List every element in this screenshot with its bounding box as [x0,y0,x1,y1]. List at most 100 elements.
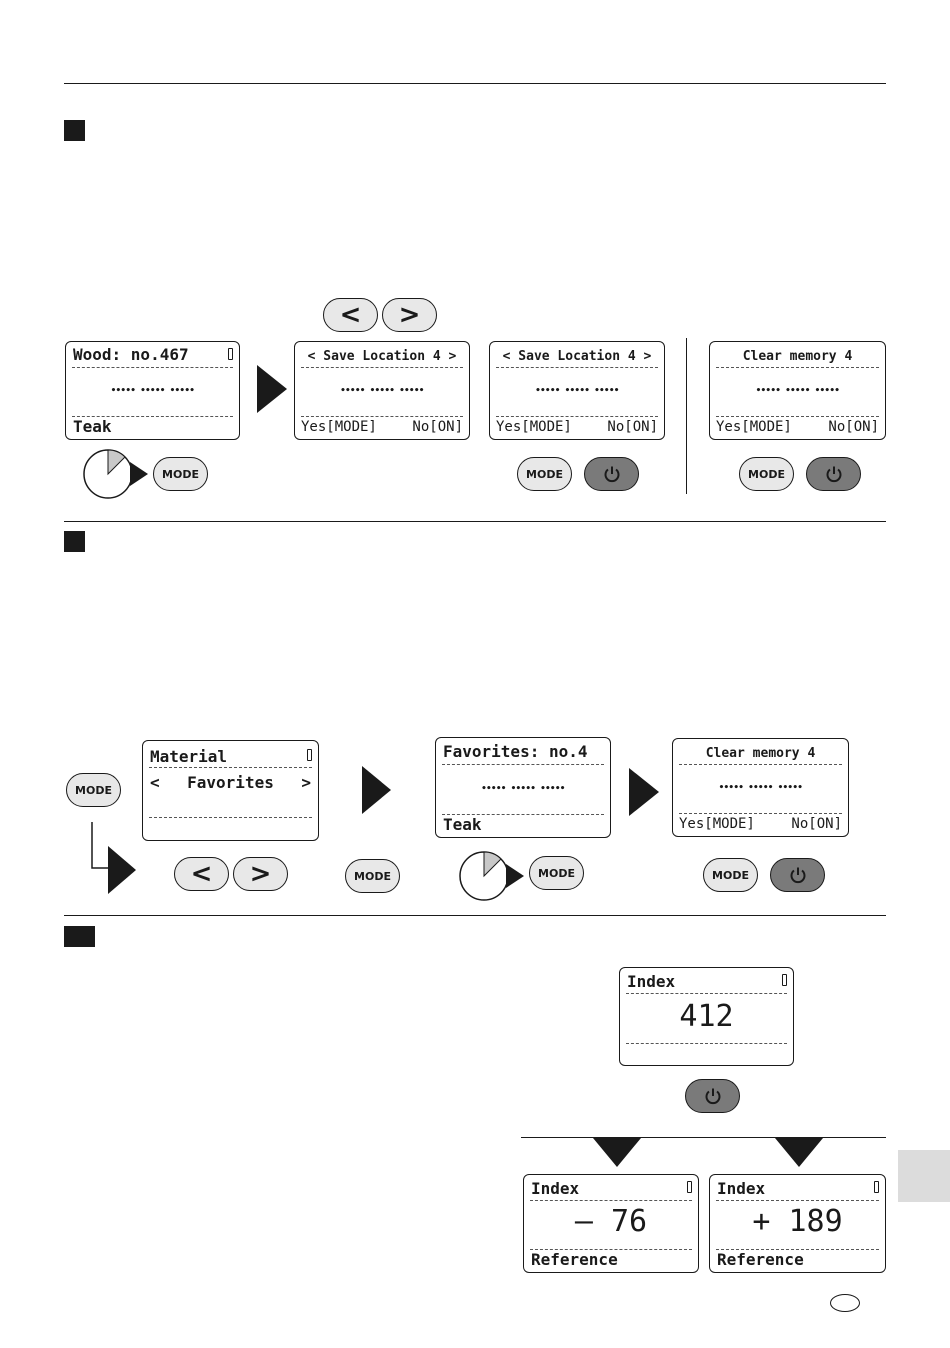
lcd-footer: Yes[MODE] No[ON] [716,418,879,436]
mode-button[interactable]: MODE [703,858,758,892]
lcd-title: Index [531,1179,580,1198]
mode-button[interactable]: MODE [345,859,400,893]
lcd-favorites-screen: Favorites: no.4 ••••• ••••• ••••• Teak [435,737,611,838]
lcd-footer: Teak [73,417,112,436]
power-button[interactable] [584,457,639,491]
lcd-divider [716,367,879,368]
lcd-divider [716,1200,879,1201]
lcd-value: 412 [679,999,734,1034]
battery-icon [874,1181,879,1193]
lcd-footer: Reference [717,1250,804,1269]
lcd-divider [442,764,604,765]
mode-button[interactable]: MODE [66,773,121,807]
power-icon [604,466,619,483]
mode-button[interactable]: MODE [529,856,584,890]
lcd-divider [301,367,463,368]
lcd-value: + 189 [752,1204,843,1239]
lcd-footer: Reference [531,1250,618,1269]
lcd-divider [149,767,312,768]
lcd-wood-screen: Wood: no.467 ••••• ••••• ••••• Teak [65,341,240,440]
lcd-title: < Save Location 4 > [307,349,457,364]
lcd-index-screen: Index 412 [619,967,794,1066]
lcd-title: Favorites: no.4 [443,742,588,761]
lcd-divider [716,1249,879,1250]
battery-icon [228,348,233,360]
lcd-save-location-screen: < Save Location 4 > ••••• ••••• ••••• Ye… [294,341,470,440]
lcd-dots: ••••• ••••• ••••• [718,783,803,793]
flow-arrow-down [593,1138,641,1167]
left-arrow-button[interactable]: < [323,298,378,332]
lcd-title: Wood: no.467 [73,345,189,364]
lcd-title: Index [717,1179,766,1198]
section-marker-1 [64,120,85,141]
lcd-divider [72,416,233,417]
section-rule [64,521,886,522]
lcd-title: < Save Location 4 > [502,349,652,364]
lcd-clear-memory-screen: Clear memory 4 ••••• ••••• ••••• Yes[MOD… [709,341,886,440]
no-label: No[ON] [412,419,463,435]
lcd-title: Clear memory 4 [742,349,853,364]
lcd-divider [496,367,658,368]
lcd-dots: ••••• ••••• ••••• [755,386,840,396]
battery-icon [307,749,312,761]
yes-label: Yes[MODE] [716,419,792,435]
lcd-divider [72,367,233,368]
lcd-divider [149,817,312,818]
power-button[interactable] [770,858,825,892]
section-rule [64,915,886,916]
right-arrow-button[interactable]: > [382,298,437,332]
power-button[interactable] [685,1079,740,1113]
lcd-value: – 76 [574,1204,648,1239]
lcd-divider [716,416,879,417]
lcd-divider [301,416,463,417]
lcd-reference-screen: Index + 189 Reference [709,1174,886,1273]
lcd-title: Clear memory 4 [705,746,816,761]
mode-button[interactable]: MODE [517,457,572,491]
left-arrow-button[interactable]: < [174,857,229,891]
section-marker-2 [64,531,85,552]
right-arrow-button[interactable]: > [233,857,288,891]
yes-label: Yes[MODE] [679,816,755,832]
lcd-divider [530,1249,692,1250]
flow-connector-arrow [91,822,136,894]
lcd-dots: ••••• ••••• ••••• [481,784,565,794]
yes-label: Yes[MODE] [301,419,377,435]
flow-arrow [257,365,287,413]
power-button[interactable] [806,457,861,491]
lcd-material-screen: Material < Favorites > [142,740,319,841]
no-label: No[ON] [791,816,842,832]
language-oval [830,1294,860,1312]
page-edge-tab [898,1150,950,1202]
mode-button[interactable]: MODE [739,457,794,491]
branch-rule [521,1137,886,1138]
lcd-divider [679,813,842,814]
lcd-divider [530,1200,692,1201]
flow-arrow [362,766,391,814]
lcd-title: Material [150,747,228,766]
no-label: No[ON] [828,419,879,435]
mode-button[interactable]: MODE [153,457,208,491]
lcd-footer: Teak [443,815,482,834]
power-icon [705,1088,720,1105]
lcd-footer: Yes[MODE] No[ON] [496,418,658,436]
lcd-dots: ••••• ••••• ••••• [340,386,424,396]
yes-label: Yes[MODE] [496,419,572,435]
menu-value: Favorites [187,773,274,792]
vertical-divider [686,338,687,494]
lcd-divider [496,416,658,417]
menu-left: < [150,773,160,792]
timer-clock-icon [83,449,148,499]
power-icon [790,867,805,884]
lcd-divider [626,1043,787,1044]
battery-icon [687,1181,692,1193]
lcd-dots: ••••• ••••• ••••• [535,386,619,396]
flow-arrow-down [775,1138,823,1167]
lcd-divider [626,993,787,994]
lcd-clear-memory-screen: Clear memory 4 ••••• ••••• ••••• Yes[MOD… [672,738,849,837]
lcd-footer: Yes[MODE] No[ON] [301,418,463,436]
lcd-dots: ••••• ••••• ••••• [110,386,195,396]
section-marker-3 [64,926,95,947]
lcd-divider [679,764,842,765]
battery-icon [782,974,787,986]
lcd-divider [442,814,604,815]
